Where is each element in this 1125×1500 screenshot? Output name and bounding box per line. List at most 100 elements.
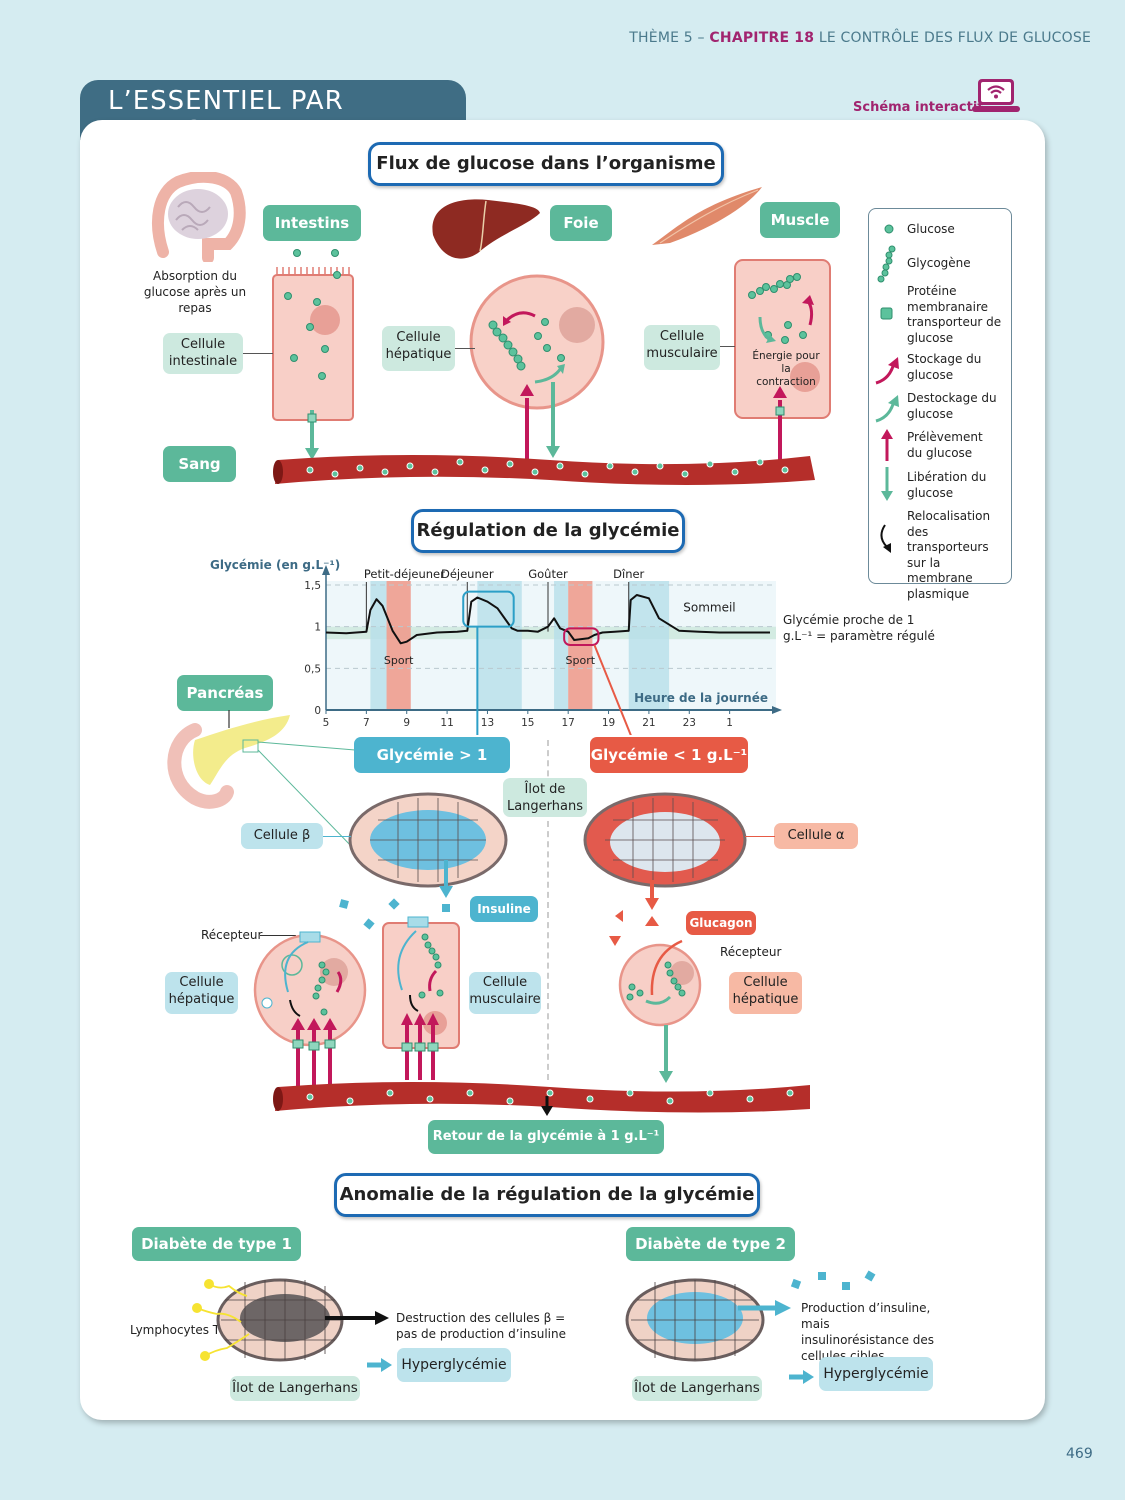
x-tick-label: 15 [521,717,534,729]
page-number: 469 [1066,1446,1093,1462]
type2-title: Diabète de type 2 [626,1227,795,1261]
hepatic-cell-glucagon-illustration [618,939,702,1083]
muscle-cell-label: Cellule musculaire [644,325,720,370]
liver-illustration [432,199,540,259]
meal-period-band [628,581,670,710]
insulin-secretion [339,860,453,930]
glucagon-badge: Glucagon [686,911,756,935]
hepatic-cell-insulin-illustration [253,931,367,1090]
meal-label: Déjeuner [441,567,494,581]
meal-period-band [554,581,569,710]
type2-islet-illustration [625,1278,791,1362]
chapter-header: THÈME 5 – CHAPITRE 18 LE CONTRÔLE DES FL… [629,30,1091,46]
x-tick-label: 19 [602,717,615,729]
high-highlight-box [462,590,515,628]
glucose-dot-icon [884,224,894,234]
anomaly-section-title: Anomalie de la régulation de la glycémie [334,1173,760,1217]
x-tick-label: 7 [363,717,370,729]
regulation-section-title: Régulation de la glycémie [411,509,685,553]
x-axis-arrow [772,706,782,714]
glucagon-secretion [609,880,659,946]
type2-result: Hyperglycémie [819,1357,933,1391]
connector-line [323,836,351,837]
x-tick-label: 17 [561,717,574,729]
hepatic-cell-low-label: Cellule hépatique [729,972,802,1014]
x-axis-label: Heure de la journée [634,691,768,705]
chapter-label: CHAPITRE 18 [709,30,815,46]
muscle-cell-insulin-illustration [382,916,460,1080]
legend-item-glycogen: Glycogène [907,256,971,270]
meal-label: Goûter [528,567,568,581]
absorption-note: Absorption du glucose après un repas [143,269,247,315]
flux-section-title: Flux de glucose dans l’organisme [368,142,724,186]
x-tick-label: 11 [440,717,453,729]
sport-label: Sport [566,654,596,667]
relocation-arrow-icon [880,524,891,553]
blood-label: Sang [163,446,236,482]
legend-item-transporter: Protéine membranaire transporteur de glu… [907,284,1002,345]
x-tick-label: 23 [683,717,696,729]
muscle-cell-high-label: Cellule musculaire [469,972,541,1014]
receptor-label-low: Récepteur [720,945,782,959]
meal-period-band [370,581,387,710]
muscle-illustration [652,187,762,245]
pancreas-illustration [167,710,290,809]
connector-line [260,935,296,936]
sport-label: Sport [384,654,414,667]
legend-item-destorage: Destockage du glucose [907,391,997,421]
intestinal-cell-illustration [272,249,354,460]
x-tick-label: 13 [481,717,494,729]
chart-y-label: Glycémie (en g.L⁻¹) [210,558,341,572]
interactive-schema-link[interactable]: Schéma interactif [853,100,983,115]
cyan-arrow-icon [367,1358,392,1372]
insulin-molecules [790,1270,876,1290]
meal-label: Dîner [613,567,644,581]
connector-line [455,348,475,349]
insulin-label: Insuline [477,902,531,916]
y-tick-label: 1 [314,622,321,634]
glycemia-curve [325,594,770,645]
low-connector [593,644,632,735]
type1-title: Diabète de type 1 [132,1227,301,1261]
release-arrow-icon [881,467,893,501]
high-glycemia-badge: Glycémie > 1 g.L⁻¹ [354,737,510,800]
uptake-arrow-icon [881,429,893,461]
x-tick-label: 9 [403,717,410,729]
type1-result: Hyperglycémie [397,1348,511,1382]
storage-arrow-icon [875,357,899,385]
muscle-cell-illustration [734,259,831,460]
y-axis-arrow [322,565,330,575]
legend-item-storage: Stockage du glucose [907,352,982,382]
connector-line [720,346,735,347]
lymphocytes-label: Lymphocytes T [130,1323,221,1337]
theme-label: THÈME 5 – [629,30,705,46]
organ-tag-intestins: Intestins [263,205,361,241]
blood-vessel [273,455,815,485]
transporter-protein-icon [880,307,893,320]
type1-islet-illustration [192,1278,389,1362]
divider-line [547,740,549,1080]
glycogen-chain-icon [877,245,896,283]
x-tick-label: 1 [726,717,733,729]
sport-period-band [386,581,411,710]
x-tick-label: 21 [642,717,655,729]
cyan-arrow-icon [789,1370,814,1384]
beta-cell-label: Cellule β [241,823,323,849]
type1-islet-label: Îlot de Langerhans [230,1376,360,1401]
type1-effect: Destruction des cellules β = pas de prod… [396,1311,566,1341]
hepatic-cell-illustration [469,274,605,460]
organ-tag-muscle: Muscle [760,202,840,238]
islet-alpha-illustration [583,792,747,888]
return-label: Retour de la glycémie à 1 g.L⁻¹ [428,1120,664,1154]
type2-effect: Production d’insuline, mais insulinorési… [801,1301,935,1363]
x-tick-label: 5 [323,717,330,729]
islet-label: Îlot de Langerhans [503,778,587,817]
zoom-lines [257,741,356,850]
sleep-label: Sommeil [683,601,735,615]
meal-label: Petit-déjeuner [364,567,445,581]
blood-vessel-2 [273,1082,810,1113]
type2-islet-label: Îlot de Langerhans [632,1376,762,1401]
laptop-wifi-icon[interactable] [972,78,1020,114]
legend-box: Glucose Glycogène Protéine membranaire t… [868,208,1012,601]
intestine-illustration [152,172,246,262]
